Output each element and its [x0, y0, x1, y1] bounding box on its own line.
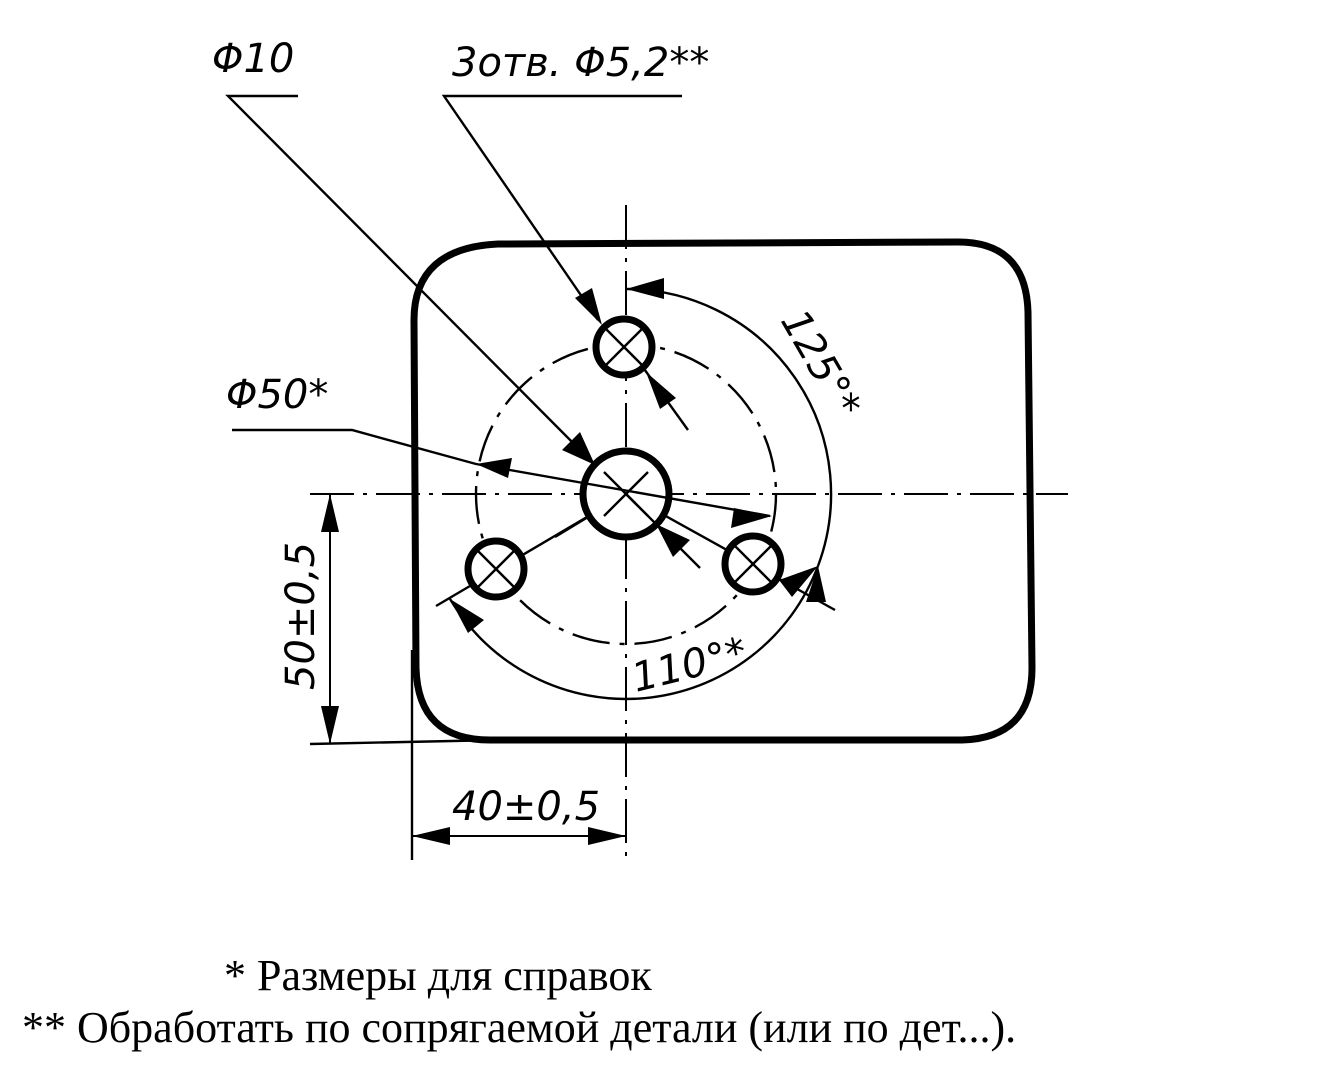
arrowhead	[646, 372, 676, 409]
arrowhead	[656, 524, 690, 557]
arrowhead	[575, 288, 602, 325]
arrowhead	[412, 827, 450, 845]
vertical-dimension-label: 50±0,5	[278, 542, 324, 690]
pcd-label: Φ50*	[226, 372, 328, 418]
holes-callout-label: 3отв. Φ5,2**	[452, 40, 709, 86]
arrowhead	[588, 827, 626, 845]
center-hole-diameter-label: Φ10	[212, 36, 294, 82]
angle-110-arc	[448, 565, 820, 701]
pcd-leader	[232, 428, 771, 518]
reference-dimensions-note: * Размеры для справок	[224, 951, 652, 1000]
angle-125-arc	[625, 287, 833, 567]
mating-part-note: ** Обработать по сопрягаемой детали (или…	[22, 1003, 1017, 1052]
arrowhead	[779, 566, 818, 597]
holes-callout-leader	[441, 94, 682, 321]
arrowhead	[562, 432, 595, 465]
center-hole-leader	[225, 94, 591, 461]
arrowhead	[321, 706, 339, 744]
arrowhead	[321, 494, 339, 532]
angle-110-label: 110°*	[627, 629, 751, 702]
arrowhead	[626, 278, 664, 299]
arrowhead	[450, 599, 484, 633]
arrowhead	[731, 508, 772, 528]
horizontal-dimension-label: 40±0,5	[452, 784, 600, 830]
extension-line	[309, 738, 501, 746]
arrowhead	[806, 566, 826, 602]
arrowhead	[476, 458, 512, 478]
